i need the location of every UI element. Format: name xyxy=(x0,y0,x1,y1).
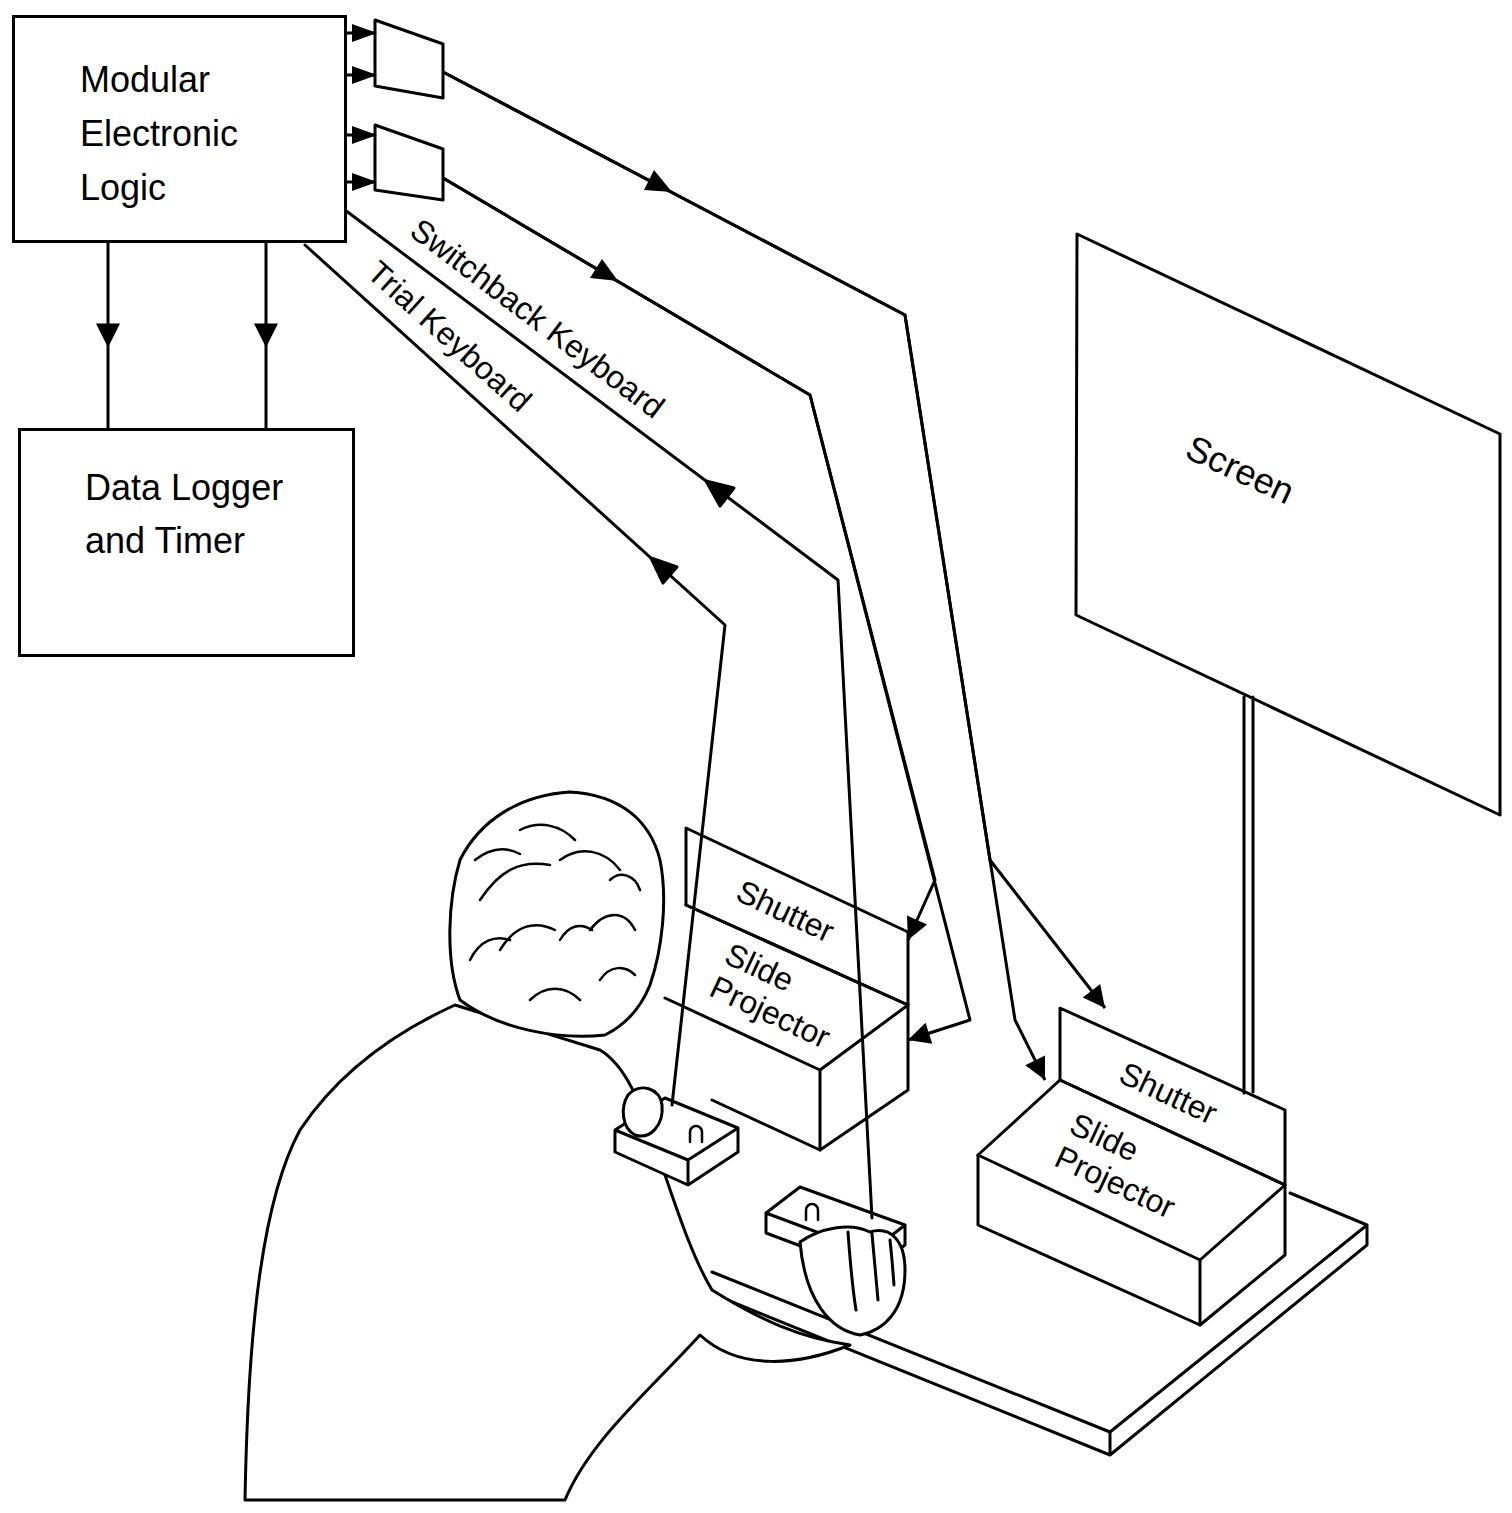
node-label: Slide Projector xyxy=(704,937,866,1063)
connector xyxy=(107,243,110,428)
keyboard-wire xyxy=(345,210,872,1218)
shape-outline xyxy=(1075,233,1502,817)
logic-box: Modular Electronic Logic xyxy=(12,15,347,243)
person-head xyxy=(450,792,664,1036)
screen-pole xyxy=(1244,697,1253,1093)
screen-panel: Screen xyxy=(1075,233,1502,817)
node-label: Shutter xyxy=(731,874,840,950)
outline-stroke xyxy=(686,905,908,1150)
logger-box: Data Logger and Timer xyxy=(18,428,355,657)
line-arrowhead xyxy=(590,259,618,281)
person-body xyxy=(245,1005,850,1500)
line-arrowhead xyxy=(644,170,672,192)
node-label: Shutter xyxy=(1114,1056,1223,1132)
right-hand xyxy=(800,1227,905,1335)
projector-body: Slide Projector xyxy=(978,1080,1285,1325)
plug-arrowhead xyxy=(352,24,377,42)
connector xyxy=(347,178,970,1040)
plug-arrowhead xyxy=(352,66,377,84)
node-label: Modular Electronic Logic xyxy=(80,53,260,215)
connector-plug xyxy=(375,125,443,200)
wire-arrowhead xyxy=(651,558,677,583)
keyboard-wire xyxy=(305,245,725,1105)
plug-arrowhead xyxy=(352,173,377,191)
outline-stroke xyxy=(712,1100,820,1150)
node-label: Data Logger and Timer xyxy=(85,461,295,567)
connector xyxy=(265,243,268,428)
plug-arrowhead xyxy=(352,126,377,144)
outline-stroke xyxy=(1200,1185,1285,1325)
hair-strokes xyxy=(470,825,640,1000)
keyboard-key xyxy=(690,1126,702,1142)
keyboard-key xyxy=(806,1204,818,1220)
wire-arrowhead xyxy=(706,481,734,506)
projector-body: Slide Projector xyxy=(665,905,908,1150)
outline-stroke xyxy=(978,1080,1285,1260)
node-label: Slide Projector xyxy=(1049,1107,1211,1233)
connector-plug xyxy=(375,20,443,98)
outline-stroke xyxy=(1076,234,1500,815)
left-hand xyxy=(623,1088,662,1136)
node-label: Screen xyxy=(1180,428,1300,513)
connector xyxy=(347,72,1045,1080)
